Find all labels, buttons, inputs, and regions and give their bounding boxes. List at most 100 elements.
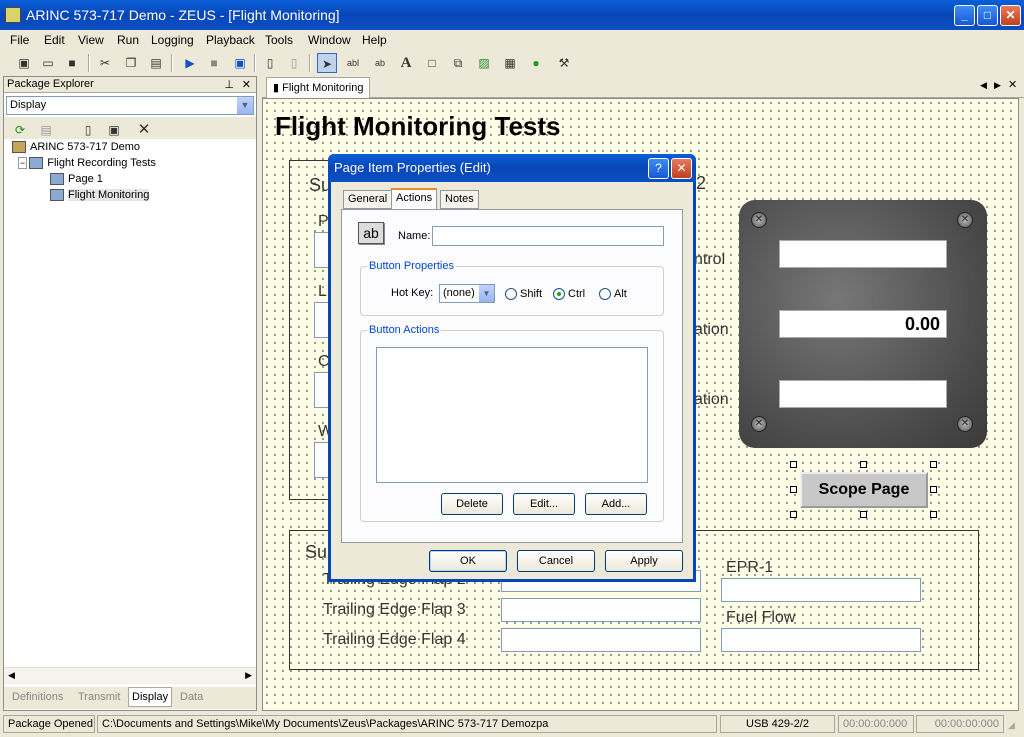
resize-handle[interactable] bbox=[790, 511, 797, 518]
refresh-icon[interactable]: ⟳ bbox=[14, 123, 26, 137]
delete-icon[interactable]: ✕ bbox=[137, 121, 151, 138]
paste-icon[interactable]: ▤ bbox=[150, 56, 162, 70]
tab-flight-monitoring[interactable]: ▮ Flight Monitoring bbox=[266, 77, 371, 98]
page-back-icon[interactable]: ▯ bbox=[290, 56, 298, 70]
hotkey-select[interactable]: (none) ▼ bbox=[439, 284, 495, 303]
maximize-button[interactable]: □ bbox=[977, 5, 998, 26]
editor-tab-strip: ▮ Flight Monitoring ◀ ▶ ✕ bbox=[262, 76, 1024, 98]
tab-actions[interactable]: Actions bbox=[391, 188, 438, 210]
tab-scroll-right-icon[interactable]: ▶ bbox=[994, 80, 1001, 90]
menu-logging[interactable]: Logging bbox=[151, 33, 194, 47]
folder-pages-icon bbox=[29, 157, 44, 170]
chevron-down-icon[interactable]: ▼ bbox=[479, 285, 494, 302]
status-path: C:\Documents and Settings\Mike\My Docume… bbox=[97, 715, 717, 733]
rectangle-tool-icon[interactable]: □ bbox=[428, 56, 436, 70]
image-tool-icon[interactable]: ▨ bbox=[478, 56, 490, 70]
ok-button[interactable]: OK bbox=[429, 550, 507, 572]
menu-playback[interactable]: Playback bbox=[206, 33, 255, 47]
text-tool-icon[interactable]: A bbox=[400, 55, 412, 71]
configure-icon[interactable]: ▣ bbox=[108, 123, 120, 137]
open-folder-icon[interactable]: ▭ bbox=[42, 56, 54, 70]
tools-icon[interactable]: ⚒ bbox=[558, 56, 570, 70]
tab-close-icon[interactable]: ✕ bbox=[1008, 79, 1018, 91]
resize-handle[interactable] bbox=[860, 511, 867, 518]
pin-icon[interactable]: ⊥ bbox=[224, 79, 234, 91]
menu-run[interactable]: Run bbox=[117, 33, 140, 47]
cut-icon[interactable]: ✂ bbox=[99, 56, 111, 70]
resize-handle[interactable] bbox=[790, 461, 797, 468]
tab-scroll-left-icon[interactable]: ◀ bbox=[980, 80, 987, 90]
menu-edit[interactable]: Edit bbox=[44, 33, 65, 47]
menu-view[interactable]: View bbox=[78, 33, 104, 47]
resize-handle[interactable] bbox=[930, 511, 937, 518]
label-tool-icon[interactable]: abl bbox=[346, 58, 359, 68]
explorer-filter-select[interactable]: Display ▼ bbox=[6, 96, 254, 115]
status-time-2: 00:00:00:000 bbox=[916, 715, 1004, 733]
led-tool-icon[interactable]: ● bbox=[532, 56, 540, 70]
copy-icon[interactable]: ❐ bbox=[125, 56, 137, 70]
tree-item-flight-monitoring[interactable]: Flight Monitoring bbox=[50, 189, 150, 202]
pointer-icon[interactable]: ➤ bbox=[317, 53, 337, 73]
new-page-icon[interactable]: ▯ bbox=[84, 123, 92, 137]
resize-handle[interactable] bbox=[930, 486, 937, 493]
tab-transmit[interactable]: Transmit bbox=[78, 691, 121, 703]
dialog-close-button[interactable]: ✕ bbox=[671, 158, 692, 179]
cancel-button[interactable]: Cancel bbox=[517, 550, 595, 572]
resize-handle[interactable] bbox=[930, 461, 937, 468]
minimize-button[interactable]: _ bbox=[954, 5, 975, 26]
add-button[interactable]: Add... bbox=[585, 493, 647, 515]
alt-radio[interactable]: Alt bbox=[599, 288, 627, 301]
name-input[interactable] bbox=[432, 226, 664, 246]
horizontal-scrollbar[interactable]: ◀ ▶ bbox=[4, 667, 256, 684]
actions-list[interactable] bbox=[376, 347, 648, 483]
explorer-toolbar: ⟳ ▤ ▯ ▣ ✕ bbox=[4, 117, 256, 139]
close-panel-icon[interactable]: ✕ bbox=[241, 79, 251, 91]
tree-item-page-1[interactable]: Page 1 bbox=[50, 173, 103, 186]
properties-icon[interactable]: ▤ bbox=[40, 123, 52, 137]
group-tool-icon[interactable]: ⧉ bbox=[453, 56, 463, 70]
menu-file[interactable]: File bbox=[10, 33, 30, 47]
shift-radio[interactable]: Shift bbox=[505, 288, 542, 301]
field-trailing-edge-flap-3[interactable] bbox=[501, 598, 701, 622]
tab-data[interactable]: Data bbox=[180, 691, 204, 703]
resize-handle[interactable] bbox=[860, 461, 867, 468]
tab-notes[interactable]: Notes bbox=[440, 190, 479, 209]
menu-tools[interactable]: Tools bbox=[265, 33, 294, 47]
step-icon[interactable]: ▣ bbox=[234, 56, 246, 70]
chevron-down-icon[interactable]: ▼ bbox=[237, 97, 253, 114]
apply-button[interactable]: Apply bbox=[605, 550, 683, 572]
tree-item-flight-recording-tests[interactable]: −Flight Recording Tests bbox=[18, 157, 156, 170]
resize-handle[interactable] bbox=[790, 486, 797, 493]
gauge-value[interactable]: 0.00 bbox=[779, 310, 947, 338]
tab-general[interactable]: General bbox=[343, 190, 393, 209]
run-icon[interactable]: ▶ bbox=[185, 56, 195, 70]
edit-button[interactable]: Edit... bbox=[513, 493, 575, 515]
scroll-right-icon[interactable]: ▶ bbox=[245, 670, 252, 680]
stop-icon[interactable]: ■ bbox=[210, 56, 218, 70]
gauge-panel[interactable]: ✕ ✕ ✕ ✕ 0.00 bbox=[739, 200, 987, 448]
resize-grip-icon[interactable]: ◢ bbox=[1008, 720, 1015, 730]
menu-help[interactable]: Help bbox=[362, 33, 387, 47]
ctrl-radio[interactable]: Ctrl bbox=[553, 288, 585, 301]
gauge-field-top[interactable] bbox=[779, 240, 947, 268]
help-button[interactable]: ? bbox=[648, 158, 669, 179]
field-trailing-edge-flap-4[interactable] bbox=[501, 628, 701, 652]
delete-button[interactable]: Delete bbox=[441, 493, 503, 515]
tab-definitions[interactable]: Definitions bbox=[12, 691, 64, 703]
gauge-field-bottom[interactable] bbox=[779, 380, 947, 408]
collapse-icon[interactable]: − bbox=[18, 157, 28, 169]
grid-tool-icon[interactable]: ▦ bbox=[504, 56, 516, 70]
new-package-icon[interactable]: ▣ bbox=[18, 56, 30, 70]
save-icon[interactable]: ■ bbox=[68, 56, 76, 70]
tab-display[interactable]: Display bbox=[128, 687, 173, 707]
hotkey-label: Hot Key: bbox=[391, 287, 434, 299]
scope-page-button[interactable]: Scope Page bbox=[800, 472, 928, 508]
tree-item-package[interactable]: ARINC 573-717 Demo bbox=[12, 141, 140, 154]
scroll-left-icon[interactable]: ◀ bbox=[8, 670, 15, 680]
page-forward-icon[interactable]: ▯ bbox=[266, 56, 274, 70]
close-button[interactable]: ✕ bbox=[1000, 5, 1021, 26]
field-epr-1[interactable] bbox=[721, 578, 921, 602]
field-fuel-flow[interactable] bbox=[721, 628, 921, 652]
textbox-tool-icon[interactable]: ab bbox=[374, 58, 385, 68]
menu-window[interactable]: Window bbox=[308, 33, 351, 47]
